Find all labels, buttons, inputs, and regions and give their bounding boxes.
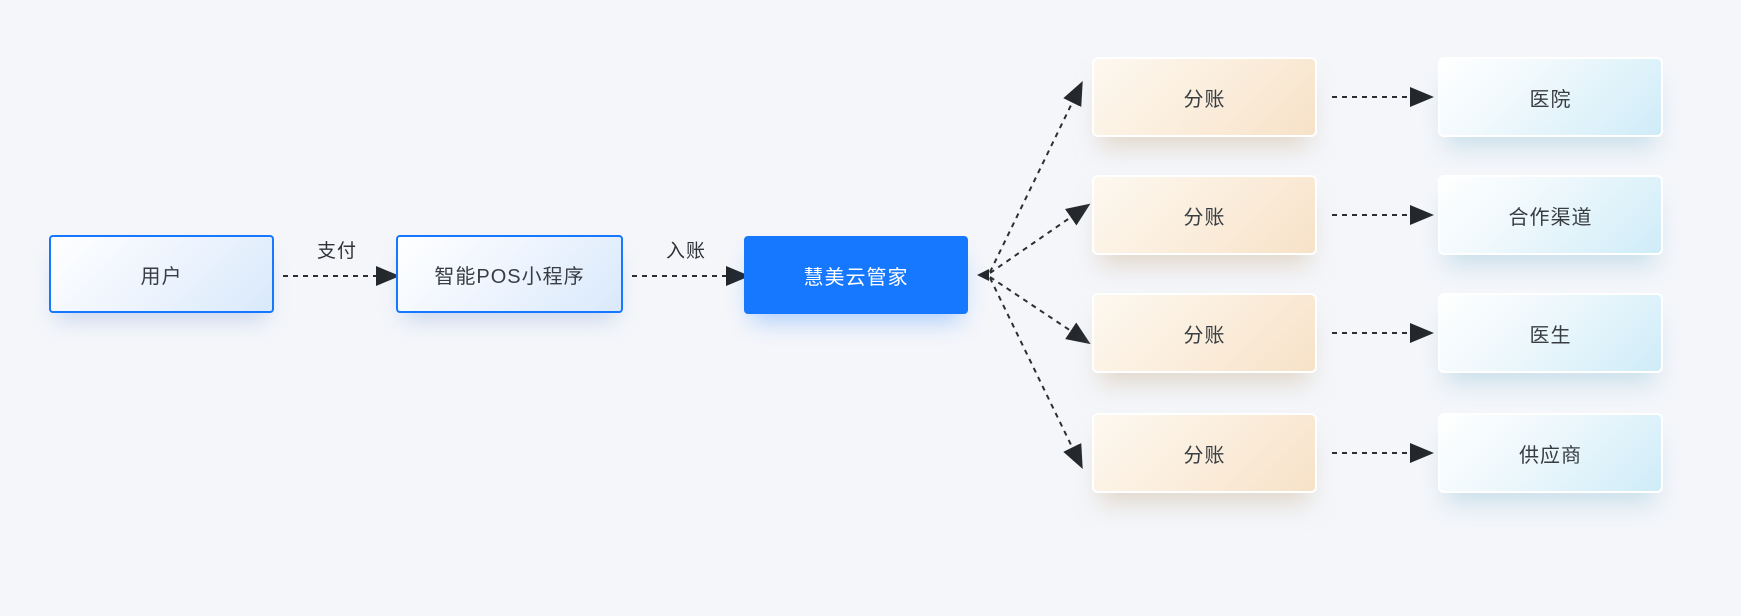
node-split-3: 分账 [1092, 293, 1317, 373]
node-cloud-label: 慧美云管家 [803, 266, 909, 289]
edge-label-pay: 支付 [316, 241, 357, 262]
node-target-supplier-label: 供应商 [1519, 444, 1582, 467]
node-target-doctor: 医生 [1438, 293, 1663, 373]
node-target-partner-channel-label: 合作渠道 [1508, 206, 1593, 229]
dashed-arrow-split-4 [989, 277, 1083, 469]
node-split-1: 分账 [1092, 57, 1317, 137]
node-user: 用户 [49, 235, 274, 313]
node-user-label: 用户 [140, 265, 183, 288]
edge-label-deposit: 入账 [665, 241, 706, 262]
node-target-doctor-label: 医生 [1529, 324, 1572, 347]
node-split-2-label: 分账 [1183, 206, 1226, 229]
node-target-partner-channel: 合作渠道 [1438, 175, 1663, 255]
node-pos-label: 智能POS小程序 [434, 265, 585, 288]
node-cloud-manager: 慧美云管家 [744, 236, 968, 314]
node-pos-miniprogram: 智能POS小程序 [396, 235, 623, 313]
node-split-4: 分账 [1092, 413, 1317, 493]
node-split-4-label: 分账 [1183, 444, 1226, 467]
node-split-1-label: 分账 [1183, 88, 1226, 111]
hub-arrowhead [977, 269, 989, 281]
dashed-arrow-split-1 [989, 81, 1083, 273]
node-target-supplier: 供应商 [1438, 413, 1663, 493]
dashed-arrow-split-2 [989, 203, 1091, 274]
node-split-3-label: 分账 [1183, 324, 1226, 347]
node-target-hospital: 医院 [1438, 57, 1663, 137]
dashed-arrow-split-3 [989, 276, 1091, 345]
node-split-2: 分账 [1092, 175, 1317, 255]
node-target-hospital-label: 医院 [1529, 88, 1572, 111]
